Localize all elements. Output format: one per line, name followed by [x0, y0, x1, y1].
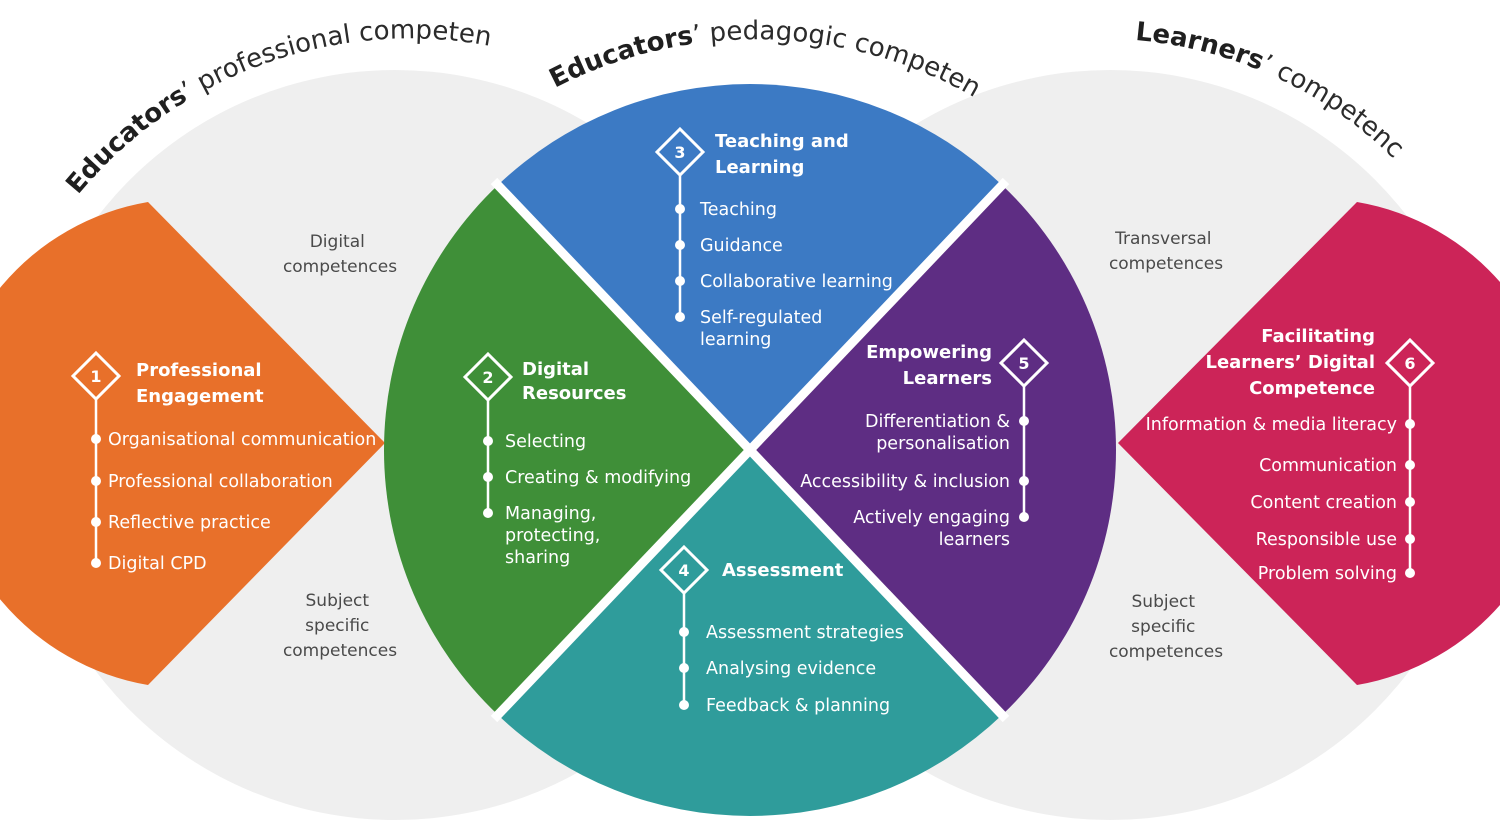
- area-3-shape: [498, 84, 1002, 451]
- area-4-number: 4: [678, 561, 689, 580]
- area-5-item-dot: [1019, 476, 1029, 486]
- area-5-item: learners: [939, 530, 1010, 550]
- area-2-item: sharing: [505, 548, 570, 568]
- area-1-number: 1: [90, 367, 101, 386]
- area-5-title: Empowering: [866, 342, 992, 363]
- area-3-item: learning: [700, 330, 771, 350]
- area-3-item: Teaching: [699, 200, 777, 220]
- area-4-item: Feedback & planning: [706, 696, 890, 716]
- pedagogic-circle: [383, 84, 1117, 816]
- area-2-item: Selecting: [505, 432, 586, 452]
- area-6-item: Information & media literacy: [1146, 415, 1397, 435]
- area-3-number: 3: [674, 143, 685, 162]
- area-1-title: Professional: [136, 360, 262, 381]
- area-4-badge: [658, 544, 710, 596]
- area-6-badge: [1384, 337, 1436, 389]
- context-left-bottom: Subject specific competences: [283, 591, 397, 661]
- area-1-item-dot: [91, 476, 101, 486]
- area-3-title: Learning: [715, 157, 804, 178]
- context-right-top-line: Transversal: [1114, 229, 1211, 249]
- area-4-item-dot: [679, 700, 689, 710]
- area-1-item-dot: [91, 517, 101, 527]
- area-4-item: Assessment strategies: [706, 623, 904, 643]
- area-6-item: Problem solving: [1258, 564, 1397, 584]
- area-2-badge: [462, 351, 514, 403]
- area-3-item-dot: [675, 240, 685, 250]
- area-1-item-dot: [91, 558, 101, 568]
- area-3-item: Collaborative learning: [700, 272, 893, 292]
- area-3-item-dot: [675, 312, 685, 322]
- area-6-shape: [1118, 202, 1500, 685]
- area-2-item-dot: [483, 508, 493, 518]
- context-left-bottom-line: competences: [283, 641, 397, 661]
- area-4-item: Analysing evidence: [706, 659, 876, 679]
- context-right-bottom-line: Subject: [1132, 592, 1196, 612]
- context-left-bottom-line: Subject: [306, 591, 370, 611]
- divider-line: [490, 177, 1010, 723]
- area-2-item: protecting,: [505, 526, 600, 546]
- area-6-number: 6: [1404, 354, 1415, 373]
- area-2-title: Resources: [522, 383, 626, 404]
- area-1-item: Professional collaboration: [108, 472, 333, 492]
- context-left-top: Digital competences: [283, 232, 397, 277]
- area-2-item: Creating & modifying: [505, 468, 691, 488]
- area-6-item: Content creation: [1250, 493, 1397, 513]
- area-3-item-dot: [675, 204, 685, 214]
- area-3-title: Teaching and: [715, 131, 849, 152]
- area-6-title: Competence: [1249, 378, 1375, 399]
- area-1-item: Organisational communication: [108, 430, 376, 450]
- area-5-item: personalisation: [876, 434, 1010, 454]
- area-2-item-dot: [483, 436, 493, 446]
- area-1-item: Reflective practice: [108, 513, 271, 533]
- area-6-item-dot: [1405, 534, 1415, 544]
- area-5-item: Differentiation &: [865, 412, 1010, 432]
- area-5-number: 5: [1018, 354, 1029, 373]
- area-6-item: Communication: [1259, 456, 1397, 476]
- context-right-bottom-line: specific: [1131, 617, 1195, 637]
- area-3-item: Guidance: [700, 236, 783, 256]
- context-right-top-line: competences: [1109, 254, 1223, 274]
- area-6-item-dot: [1405, 460, 1415, 470]
- area-6-item-dot: [1405, 568, 1415, 578]
- area-5-title: Learners: [903, 368, 992, 389]
- context-left-bottom-line: specific: [305, 616, 369, 636]
- area-4-item-dot: [679, 663, 689, 673]
- area-5-item: Accessibility & inclusion: [800, 472, 1010, 492]
- context-right-top: Transversal competences: [1109, 229, 1223, 274]
- area-2-item: Managing,: [505, 504, 596, 524]
- area-2-shape: [383, 185, 750, 715]
- area-4-shape: [498, 450, 1002, 816]
- title-learners-bold: Learners: [1134, 17, 1268, 77]
- area-5-item: Actively engaging: [853, 508, 1010, 528]
- area-5-item-dot: [1019, 416, 1029, 426]
- context-right-bottom: Subject specific competences: [1109, 592, 1223, 662]
- area-2-number: 2: [482, 368, 493, 387]
- area-2-item-dot: [483, 472, 493, 482]
- context-left-top-line: Digital: [310, 232, 365, 252]
- area-6-item: Responsible use: [1256, 530, 1397, 550]
- area-2-title: Digital: [522, 359, 589, 380]
- area-5-badge: [998, 337, 1050, 389]
- area-4-title: Assessment: [722, 560, 844, 581]
- area-1-item-dot: [91, 434, 101, 444]
- area-4-item-dot: [679, 627, 689, 637]
- area-5-shape: [750, 185, 1117, 715]
- area-3-badge: [654, 126, 706, 178]
- area-6-title: Facilitating: [1261, 326, 1375, 347]
- area-1-item: Digital CPD: [108, 554, 207, 574]
- area-6-item-dot: [1405, 419, 1415, 429]
- area-1-badge: [70, 350, 122, 402]
- area-3-item-dot: [675, 276, 685, 286]
- title-pedagogic-bold: Educators: [545, 21, 695, 94]
- area-3-item: Self-regulated: [700, 308, 822, 328]
- area-1-title: Engagement: [136, 386, 264, 407]
- area-6-title: Learners’ Digital: [1205, 352, 1375, 373]
- area-5-item-dot: [1019, 512, 1029, 522]
- context-right-bottom-line: competences: [1109, 642, 1223, 662]
- area-6-item-dot: [1405, 497, 1415, 507]
- context-left-top-line: competences: [283, 257, 397, 277]
